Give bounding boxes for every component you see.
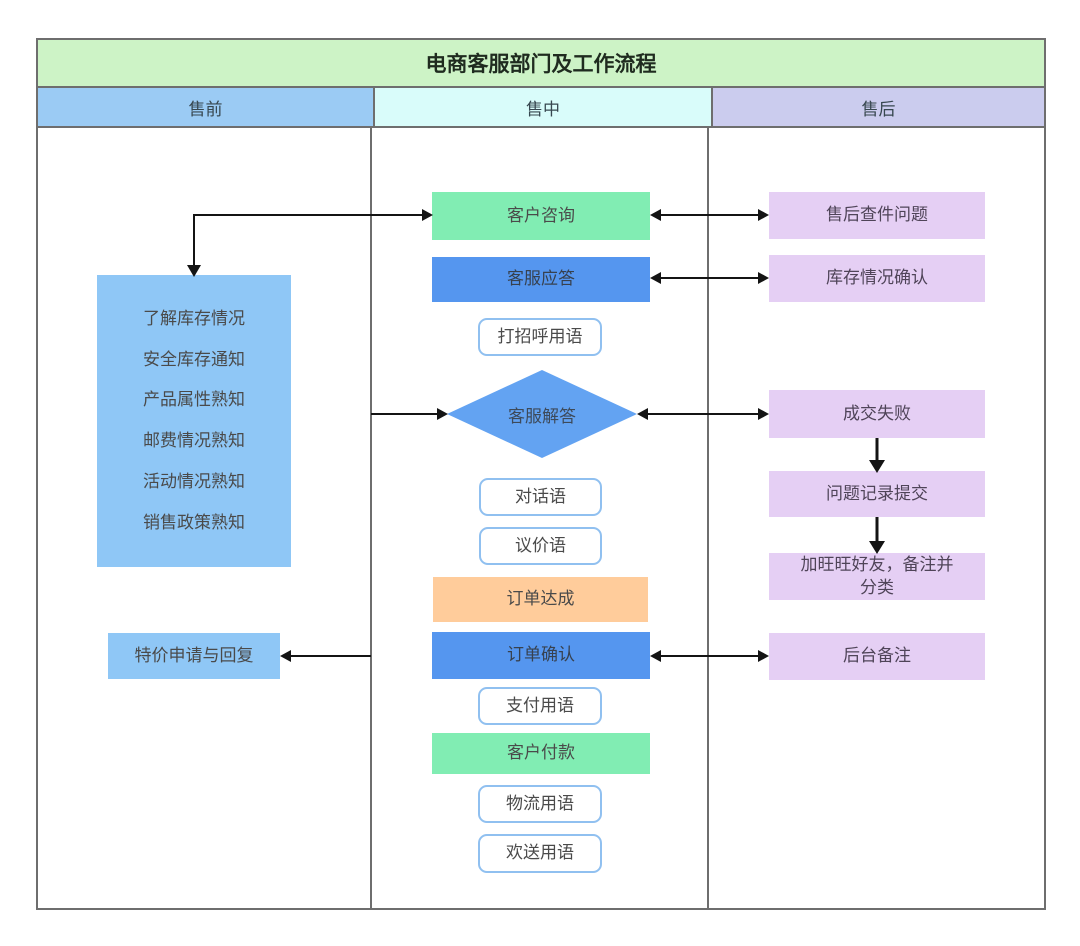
chart-title: 电商客服部门及工作流程 xyxy=(36,38,1046,88)
presale-knowledge-line: 销售政策熟知 xyxy=(143,513,245,533)
node-backend-note: 后台备注 xyxy=(769,633,985,680)
node-farewell-phrases: 欢送用语 xyxy=(478,834,602,873)
lane-header-insale: 售中 xyxy=(375,88,713,126)
presale-knowledge-line: 活动情况熟知 xyxy=(143,472,245,492)
node-bargain-phrases: 议价语 xyxy=(479,527,602,565)
node-service-answer-decision: 客服解答 xyxy=(447,370,637,458)
node-order-confirm: 订单确认 xyxy=(432,632,650,679)
lane-divider-left xyxy=(370,128,372,910)
presale-knowledge-line: 了解库存情况 xyxy=(143,308,245,328)
node-logistics-phrases: 物流用语 xyxy=(478,785,602,823)
node-deal-failed: 成交失败 xyxy=(769,390,985,438)
node-add-wangwang-friend: 加旺旺好友，备注并分类 xyxy=(769,553,985,600)
node-presale-knowledge: 了解库存情况 安全库存通知 产品属性熟知 邮费情况熟知 活动情况熟知 销售政策熟… xyxy=(97,275,291,567)
node-aftersale-parcel-issue: 售后查件问题 xyxy=(769,192,985,239)
node-problem-record-submit: 问题记录提交 xyxy=(769,471,985,517)
node-service-response: 客服应答 xyxy=(432,257,650,302)
lane-header-presale: 售前 xyxy=(38,88,375,126)
presale-knowledge-line: 安全库存通知 xyxy=(143,349,245,369)
node-customer-payment: 客户付款 xyxy=(432,733,650,774)
node-payment-phrases: 支付用语 xyxy=(478,687,602,725)
lane-divider-right xyxy=(707,128,709,910)
lane-header-aftersale: 售后 xyxy=(713,88,1044,126)
node-special-price-request: 特价申请与回复 xyxy=(108,633,280,679)
lane-header-row: 售前 售中 售后 xyxy=(36,88,1046,128)
presale-knowledge-line: 产品属性熟知 xyxy=(143,390,245,410)
presale-knowledge-line: 邮费情况熟知 xyxy=(143,431,245,451)
node-greeting-phrases: 打招呼用语 xyxy=(478,318,602,356)
diamond-label: 客服解答 xyxy=(508,406,576,426)
node-dialogue-phrases: 对话语 xyxy=(479,478,602,516)
node-customer-inquiry: 客户咨询 xyxy=(432,192,650,240)
node-order-reached: 订单达成 xyxy=(433,577,648,622)
node-stock-confirmation: 库存情况确认 xyxy=(769,255,985,302)
